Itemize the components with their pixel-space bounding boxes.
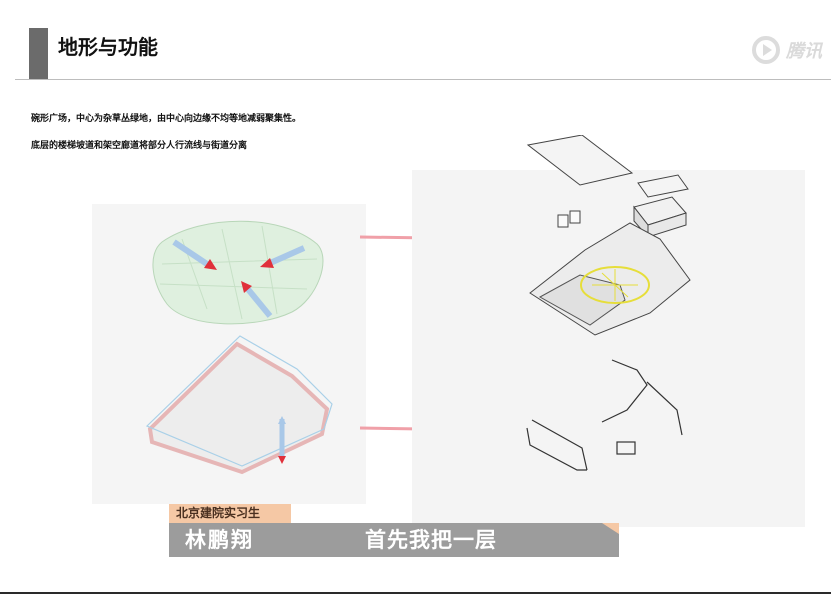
- roof-slab: [528, 135, 632, 185]
- watermark-text: 腾讯: [786, 41, 822, 62]
- play-logo-icon: [752, 36, 780, 64]
- building-floor-plan: [527, 360, 682, 470]
- subtitle-caption: 首先我把一层: [365, 525, 497, 555]
- speaker-name: 林鹏翔: [185, 525, 254, 555]
- subtitle-tag: 北京建院实习生: [176, 504, 260, 523]
- small-slab: [638, 175, 688, 197]
- exploded-layers: [520, 135, 720, 350]
- topography-diagram-panel: [92, 204, 366, 504]
- site-plan-diagram: [147, 336, 332, 472]
- small-blocks: [558, 211, 580, 227]
- subtitle-corner-accent: [602, 523, 619, 534]
- title-accent-bar: [29, 28, 48, 80]
- page-title: 地形与功能: [58, 31, 158, 60]
- description-line-2: 底层的楼梯坡道和架空廊道将部分人行流线与街道分离: [31, 138, 247, 151]
- header-divider: [15, 79, 831, 80]
- ground-plaza-layer: [530, 223, 690, 335]
- footer-divider: [0, 592, 831, 594]
- bowl-surface-diagram: [153, 221, 323, 324]
- description-line-1: 碗形广场，中心为杂草丛绿地，由中心向边缘不均等地减弱聚集性。: [31, 111, 301, 124]
- watermark: 腾讯: [752, 36, 831, 70]
